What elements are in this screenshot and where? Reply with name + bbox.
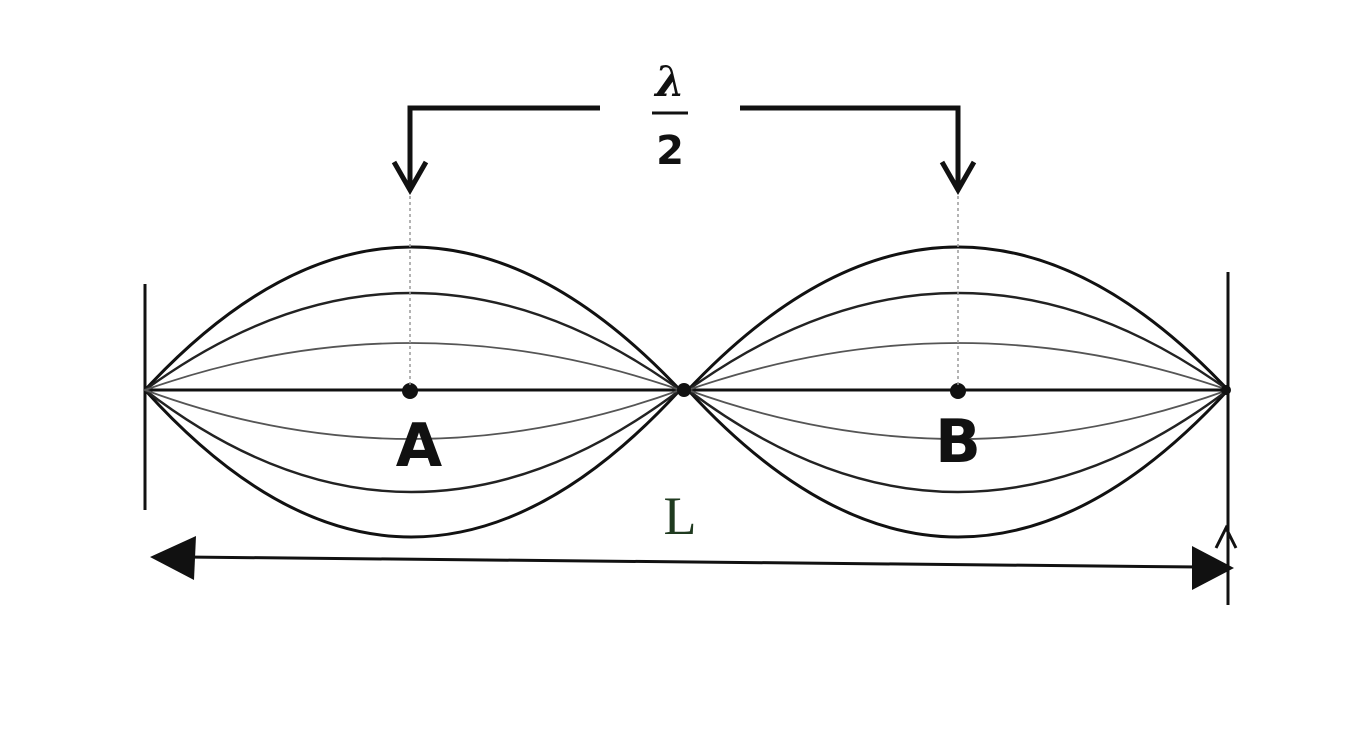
right-loop-mid-bottom — [686, 388, 1230, 494]
left-loop-outer-bottom — [143, 388, 682, 539]
left-loop-mid-bottom — [143, 388, 682, 494]
arrow-down-b-icon — [939, 160, 977, 196]
left-loop-outer-top — [143, 245, 682, 392]
right-loop-outer-bottom — [686, 388, 1230, 539]
point-a-label: A — [396, 411, 443, 481]
length-arrow-right-head-icon — [1192, 546, 1234, 590]
lambda-denominator: 2 — [656, 128, 684, 174]
half-wavelength-bracket — [407, 105, 961, 188]
right-node — [1221, 385, 1231, 395]
left-loop-mid-top — [143, 291, 682, 392]
point-b-label: B — [935, 407, 981, 477]
left-loop-inner-bottom — [144, 389, 681, 440]
left-loop — [143, 245, 682, 539]
left-loop-inner-top — [144, 342, 681, 391]
right-loop-inner-bottom — [687, 389, 1229, 440]
length-arrow-line — [184, 555, 1201, 569]
bracket-right-arm — [740, 105, 961, 188]
right-loop-outer-top — [686, 245, 1230, 392]
middle-node — [677, 383, 691, 397]
point-b-dot — [950, 383, 966, 399]
arrow-down-a-icon — [391, 160, 429, 196]
lambda-symbol: λ — [653, 57, 684, 106]
small-up-arrow-icon — [1214, 524, 1238, 549]
length-label: L — [664, 486, 697, 546]
bracket-left-arm — [407, 105, 600, 188]
length-arrow-left-head-icon — [150, 536, 196, 580]
point-a-dot — [402, 383, 418, 399]
